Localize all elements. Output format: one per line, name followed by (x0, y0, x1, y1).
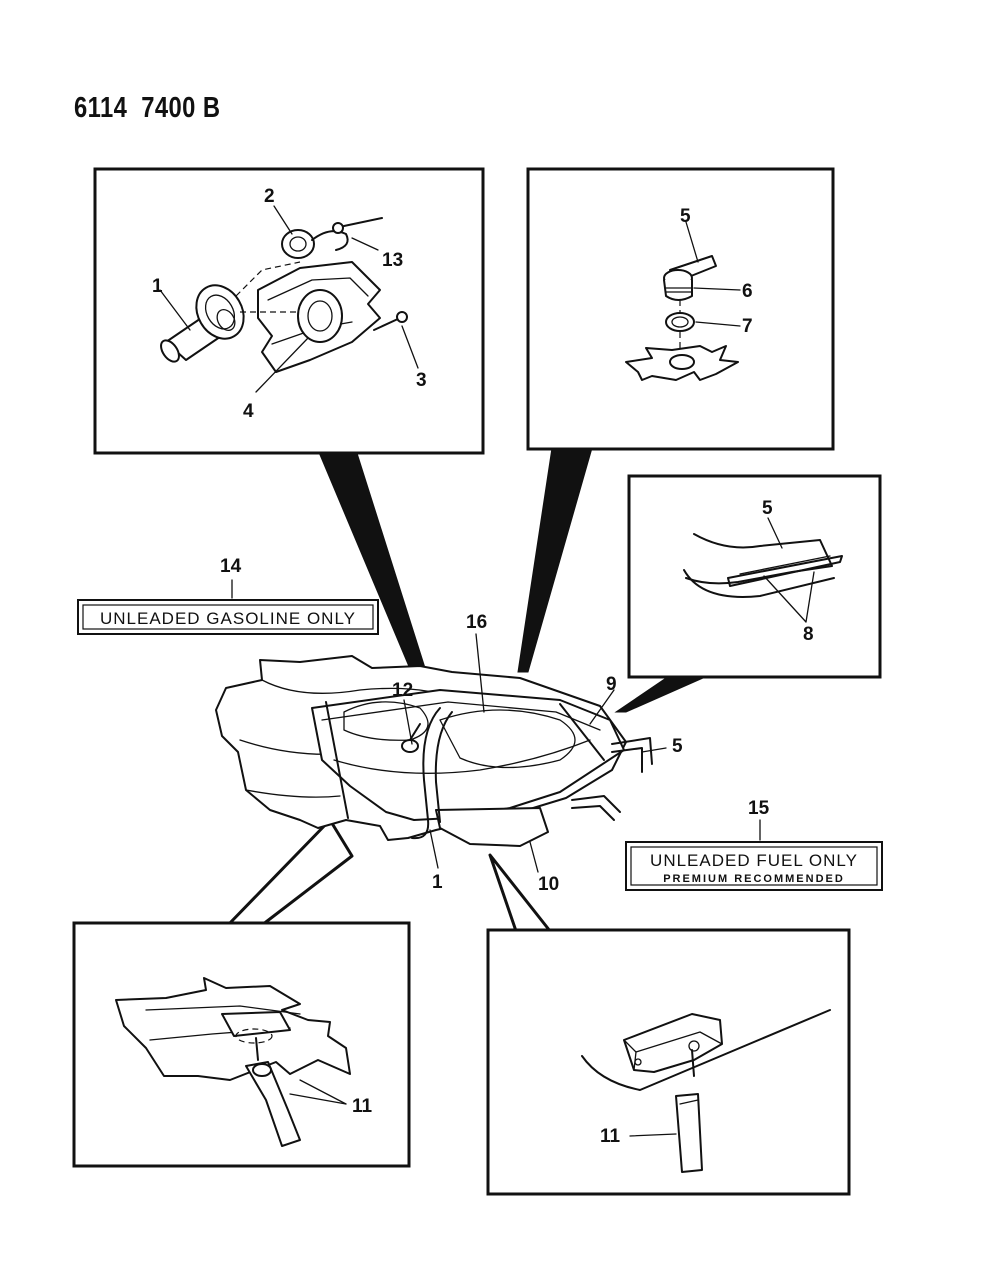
o-ring (665, 312, 695, 332)
callout-6: 6 (742, 281, 753, 302)
callout-9: 9 (606, 674, 617, 695)
strap (727, 555, 843, 587)
callout-1-inset: 1 (152, 276, 163, 297)
pointer-bottom-left-inset (226, 818, 354, 927)
inset-sending-unit: 5 6 7 (526, 167, 835, 451)
inset-strap-anchor-right: 11 (486, 928, 851, 1196)
sending-unit-body (663, 279, 693, 301)
pointer-right-inset (614, 673, 713, 713)
callout-11-right: 11 (600, 1126, 621, 1147)
inset-fuel-filler: 1 2 3 4 13 (93, 167, 485, 455)
tank-bottom (435, 807, 549, 847)
decal-fuel-line1: UNLEADED FUEL ONLY (650, 851, 858, 870)
callout-5-main: 5 (672, 736, 683, 757)
callout-16: 16 (466, 612, 487, 633)
callout-5-top: 5 (680, 206, 691, 227)
decal-unleaded-gasoline: UNLEADED GASOLINE ONLY (77, 599, 379, 635)
callout-8: 8 (803, 624, 814, 645)
pointer-top-left-inset (317, 449, 433, 691)
tank-strap (245, 1061, 301, 1147)
vent-hose (401, 739, 419, 753)
callout-11-left: 11 (352, 1096, 373, 1117)
fuel-tank-assembly: 16 12 9 5 1 10 14 15 (215, 556, 770, 895)
callout-2: 2 (264, 186, 275, 207)
housing-opening (297, 289, 343, 343)
callout-5-right: 5 (762, 498, 773, 519)
callout-10: 10 (538, 874, 559, 895)
tank-strap (675, 1093, 703, 1173)
callout-1-main: 1 (432, 872, 443, 893)
inset-frame (627, 474, 882, 679)
decal-fuel-line2: PREMIUM RECOMMENDED (663, 873, 845, 885)
callout-3: 3 (416, 370, 427, 391)
inset-frame (526, 167, 835, 451)
inset-tank-detail: 5 8 (627, 474, 882, 679)
callout-13: 13 (382, 250, 403, 271)
anchor-bracket (623, 1013, 723, 1073)
inset-strap-anchor-left: 11 (72, 921, 411, 1168)
pointer-bottom-right-inset (488, 853, 552, 933)
callout-7: 7 (742, 316, 753, 337)
callout-4: 4 (243, 401, 254, 422)
callout-15: 15 (748, 798, 770, 819)
document-id: 6114 7400 B (74, 92, 221, 124)
pointer-top-right-inset (517, 447, 593, 673)
callout-12: 12 (392, 680, 413, 701)
decal-unleaded-fuel: UNLEADED FUEL ONLY PREMIUM RECOMMENDED (625, 841, 883, 891)
callout-14: 14 (220, 556, 242, 577)
decal-gasoline-text: UNLEADED GASOLINE ONLY (100, 609, 356, 628)
gas-cap (281, 229, 315, 259)
